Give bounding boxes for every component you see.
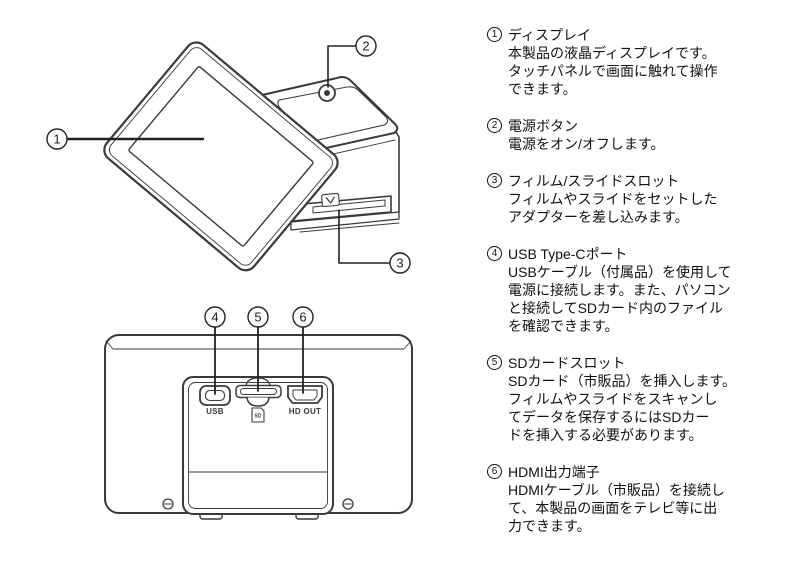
item-1-line: 本製品の液晶ディスプレイです。	[508, 45, 716, 61]
item-5-number-badge: 5	[487, 355, 502, 370]
film-slot	[291, 192, 392, 222]
power-button-icon	[318, 84, 336, 102]
sd-icon-label: SD	[255, 414, 262, 420]
device-body	[255, 76, 400, 233]
item-4-number-badge: 4	[487, 246, 502, 261]
screw-left	[162, 498, 174, 510]
callout-5-circle	[247, 306, 269, 328]
screw-right	[342, 498, 354, 510]
item-3-number-badge: 3	[487, 173, 502, 188]
item-6-line: て、本製品の画面をテレビ等に出	[508, 500, 718, 516]
item-3-line: フィルムやスライドをセットした	[508, 191, 718, 207]
item-6-title: HDMI出力端子	[508, 464, 600, 480]
sd-card-icon: SD	[251, 407, 265, 423]
item-6-line: HDMIケーブル（市販品）を接続し	[508, 482, 725, 498]
item-3-title: フィルム/スライドスロット	[508, 173, 680, 189]
callout-1-circle	[46, 128, 68, 150]
callout-4-circle	[204, 306, 226, 328]
device-illustrations: 1 2 3	[46, 35, 413, 520]
item-6-number-badge: 6	[487, 464, 502, 479]
item-2-number-badge: 2	[487, 118, 502, 133]
item-1-line: できます。	[508, 81, 577, 97]
legend-item-hdmi-out: 6 HDMI出力端子 HDMIケーブル（市販品）を接続し て、本製品の画面をテレ…	[487, 463, 793, 535]
callout-1-number: 1	[53, 132, 60, 147]
display-panel	[103, 41, 339, 272]
callout-2-number: 2	[362, 39, 369, 54]
callout-2-circle	[355, 35, 377, 57]
item-5-line: フィルムやスライドをスキャンし	[508, 391, 718, 407]
scanner-back-illustration: USB SD HD OUT	[104, 306, 413, 520]
legend-item-display: 1 ディスプレイ 本製品の液晶ディスプレイです。 タッチパネルで画面に触れて操作…	[487, 26, 793, 98]
callout-3-number: 3	[396, 256, 403, 271]
item-1-title: ディスプレイ	[508, 27, 592, 43]
item-4-line: 電源に接続します。また、パソコン	[508, 282, 731, 298]
item-5-line: ドを挿入する必要があります。	[508, 427, 703, 443]
hdmi-port-label: HD OUT	[289, 407, 321, 416]
usb-port-label: USB	[206, 407, 224, 416]
item-5-line: てデータを保存するにはSDカー	[508, 409, 710, 425]
callout-4-number: 4	[211, 310, 218, 325]
legend-item-power-button: 2 電源ボタン 電源をオン/オフします。	[487, 117, 793, 153]
item-2-title: 電源ボタン	[508, 118, 578, 134]
item-4-title: USB Type-Cポート	[508, 246, 628, 262]
hdmi-port: HD OUT	[287, 385, 323, 416]
legend-item-film-slot: 3 フィルム/スライドスロット フィルムやスライドをセットした アダプターを差し…	[487, 172, 793, 226]
legend-item-usb-port: 4 USB Type-Cポート USBケーブル（付属品）を使用して 電源に接続し…	[487, 245, 793, 335]
insert-arrow-icon	[321, 192, 340, 208]
item-3-line: アダプターを差し込みます。	[508, 209, 689, 225]
item-4-line: USBケーブル（付属品）を使用して	[508, 264, 732, 280]
scanner-diagram-svg: 1 2 3	[46, 35, 413, 520]
leader-line-2	[327, 45, 356, 88]
callouts-front: 1 2 3	[46, 35, 411, 274]
item-1-number-badge: 1	[487, 27, 502, 42]
item-5-title: SDカードスロット	[508, 355, 626, 371]
callout-3-circle	[389, 252, 411, 274]
callouts-back: 4 5 6	[204, 306, 314, 395]
scanner-front-illustration: 1 2 3	[46, 35, 411, 274]
leader-line-3	[338, 209, 390, 264]
legend-item-sd-slot: 5 SDカードスロット SDカード（市販品）を挿入します。 フィルムやスライドを…	[487, 354, 793, 444]
item-4-line: を確認できます。	[508, 318, 619, 334]
callout-6-circle	[292, 306, 314, 328]
item-2-line: 電源をオン/オフします。	[508, 136, 665, 152]
display-screen	[128, 66, 314, 247]
callout-5-number: 5	[254, 310, 261, 325]
item-1-line: タッチパネルで画面に触れて操作	[508, 63, 718, 79]
callout-6-number: 6	[299, 310, 306, 325]
item-5-line: SDカード（市販品）を挿入します。	[508, 373, 737, 389]
item-4-line: と接続してSDカード内のファイル	[508, 300, 724, 316]
parts-legend: 1 ディスプレイ 本製品の液晶ディスプレイです。 タッチパネルで画面に触れて操作…	[487, 26, 793, 554]
item-6-line: 力できます。	[508, 518, 591, 534]
